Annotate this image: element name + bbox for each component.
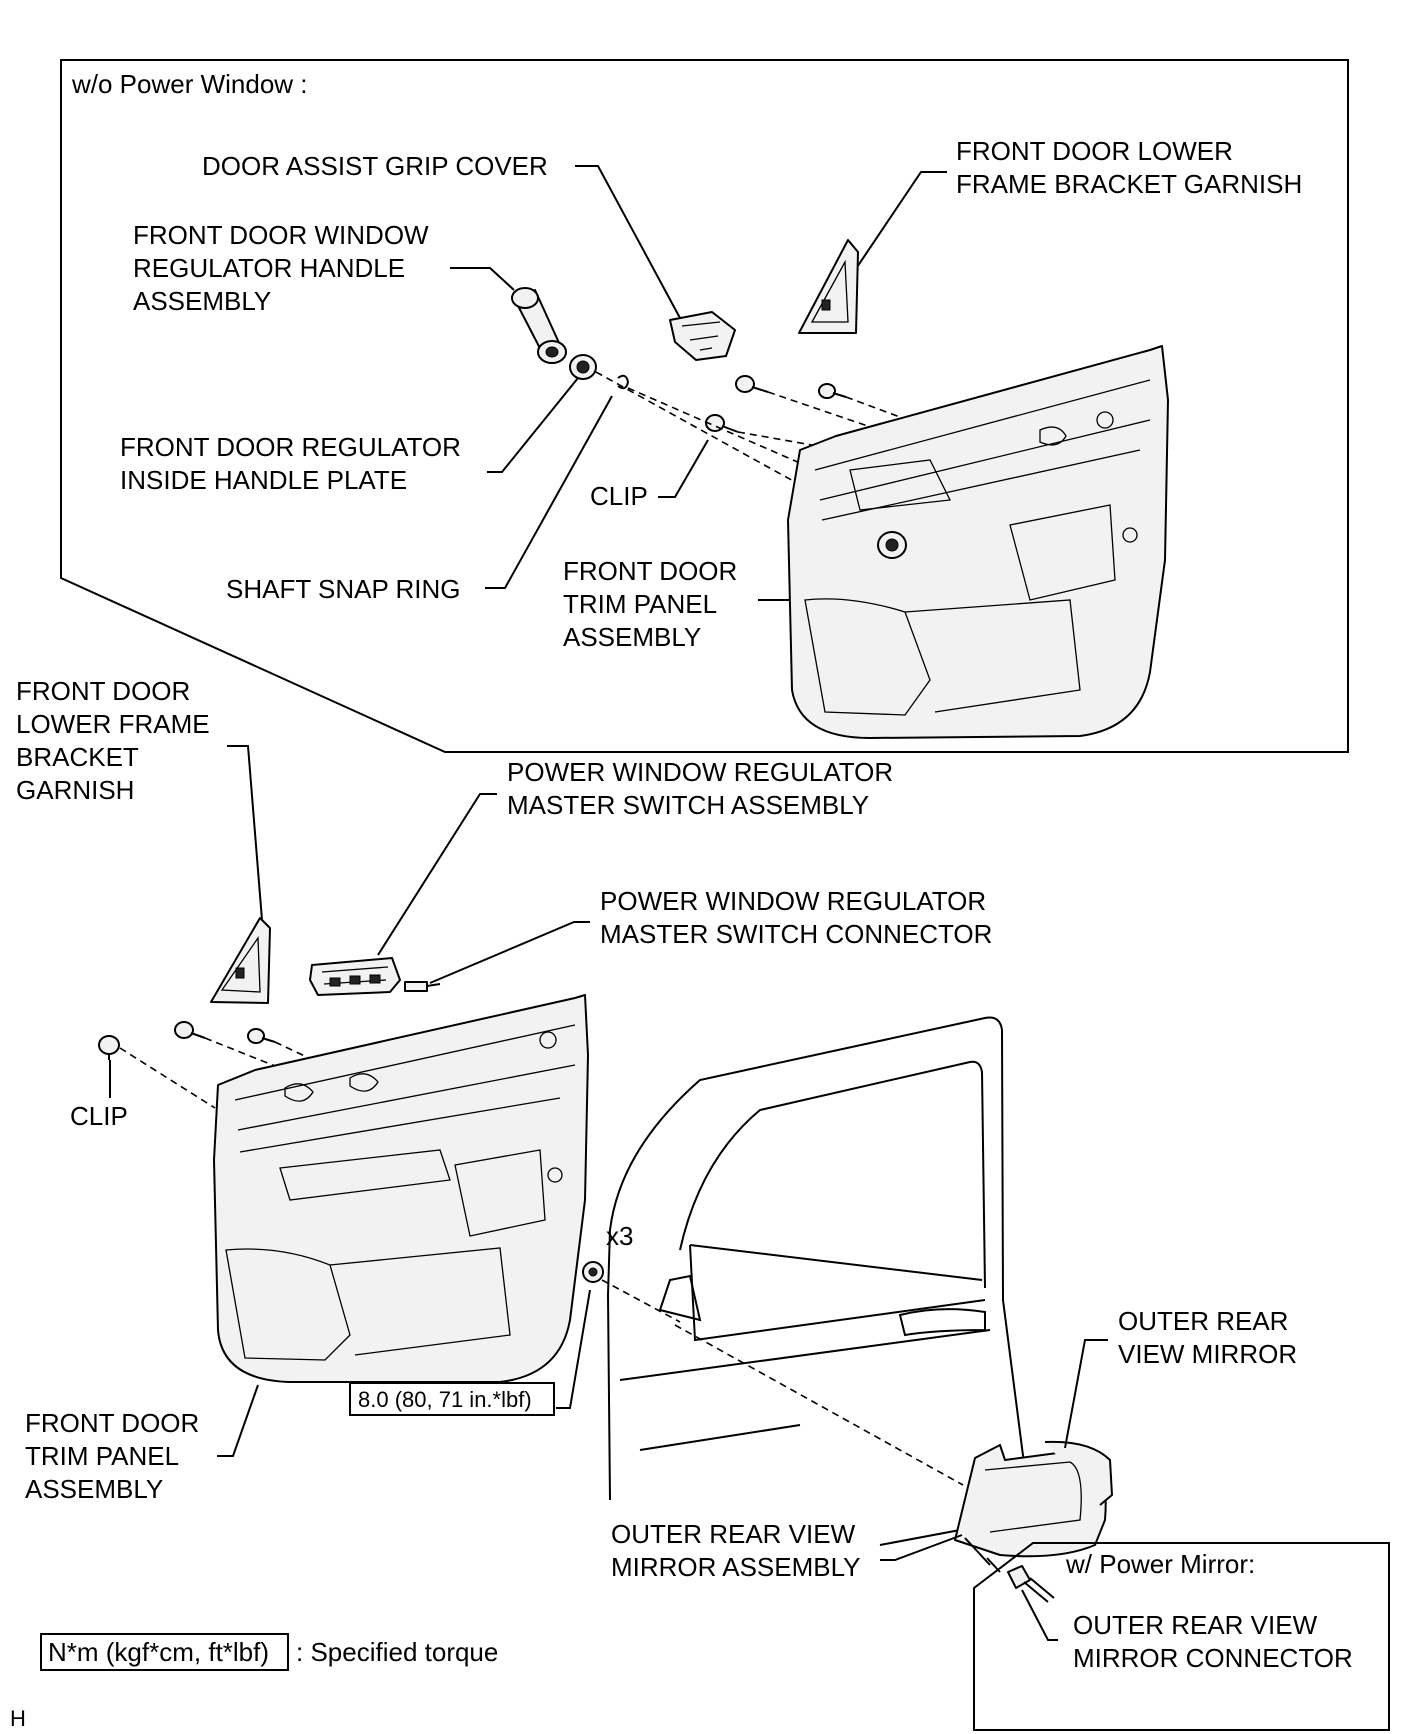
master-switch-part [309,957,401,996]
mirror-nut [582,1261,604,1283]
leader-grip-cover [575,165,681,319]
leader-plate [487,377,579,473]
label-clip-top: CLIP [590,481,648,511]
leader-garnish-a [844,171,947,286]
snap-ring [617,374,630,390]
window-regulator-handle [511,287,567,364]
torque-box [349,1382,555,1416]
screw-c [174,1021,206,1039]
garnish-part-b [210,917,271,1004]
label-count: x3 [606,1221,633,1251]
label-mirror-connector: OUTER REAR VIEW MIRROR CONNECTOR [1073,1610,1353,1673]
leader-mirror-connector [1021,1589,1058,1641]
screw-a [735,375,769,393]
label-outer-mirror: OUTER REAR VIEW MIRROR [1118,1306,1297,1369]
torque-value: 8.0 (80, 71 in.*lbf) [358,1387,532,1412]
screw-b [818,383,847,399]
handle-plate [569,354,597,380]
legend-description: : Specified torque [296,1637,498,1667]
top-box-frame [60,59,1349,753]
assist-grip-cover [669,311,736,361]
leader-switch-connector [429,921,590,984]
door-shell [607,1016,1031,1546]
dash-top-2 [845,396,936,431]
corner-mark: H [10,1706,26,1731]
leader-snap-ring [485,395,613,589]
power-mirror-title: w/ Power Mirror: [1065,1549,1255,1579]
dash-nut [601,1279,681,1323]
mirror-connector-part [1007,1565,1055,1603]
label-mirror-assembly: OUTER REAR VIEW MIRROR ASSEMBLY [611,1519,862,1582]
legend-unit-box [40,1633,289,1671]
clip-part-lower [98,1035,120,1060]
leader-mirror-assembly [880,1534,963,1561]
switch-connector-part [404,981,441,992]
label-switch-connector: POWER WINDOW REGULATOR MASTER SWITCH CON… [600,886,993,949]
dash-lower-1 [204,1037,286,1071]
top-box: w/o Power Window : DOOR ASSIST GRIP COVE… [60,59,1349,753]
label-plate: FRONT DOOR REGULATOR INSIDE HANDLE PLATE [120,432,468,495]
screw-d [247,1028,276,1044]
label-handle: FRONT DOOR WINDOW REGULATOR HANDLE ASSEM… [133,220,436,316]
dash-lower-3 [119,1047,216,1109]
leader-outer-mirror [1064,1339,1108,1449]
garnish-part-a [798,239,859,334]
trim-panel-lower [213,994,589,1383]
leader-garnish-b [227,745,263,921]
legend: N*m (kgf*cm, ft*lbf) : Specified torque [40,1633,498,1671]
leader-handle [450,267,515,291]
leader-trim-lower [217,1384,259,1457]
label-garnish-b: FRONT DOOR LOWER FRAME BRACKET GARNISH [16,676,217,805]
trim-panel-top [787,345,1169,739]
label-grip-cover: DOOR ASSIST GRIP COVER [202,151,548,181]
label-snap-ring: SHAFT SNAP RING [226,574,461,604]
power-mirror-box: w/ Power Mirror: OUTER REAR VIEW MIRROR … [973,1542,1390,1731]
label-garnish-a: FRONT DOOR LOWER FRAME BRACKET GARNISH [956,136,1302,199]
label-trim-top: FRONT DOOR TRIM PANEL ASSEMBLY [563,556,745,652]
leader-torque [556,1289,591,1409]
label-trim-lower: FRONT DOOR TRIM PANEL ASSEMBLY [25,1408,207,1504]
power-mirror-frame [973,1542,1390,1731]
leader-clip-top [658,439,709,498]
dash-mirror [674,1324,964,1486]
label-clip-lower: CLIP [70,1101,128,1131]
label-master-switch: POWER WINDOW REGULATOR MASTER SWITCH ASS… [507,757,900,820]
clip-part-top [705,414,739,433]
legend-unit: N*m (kgf*cm, ft*lbf) [48,1637,269,1667]
outer-mirror-part [954,1440,1113,1573]
leader-master-switch [377,793,497,956]
top-box-title: w/o Power Window : [71,69,308,99]
